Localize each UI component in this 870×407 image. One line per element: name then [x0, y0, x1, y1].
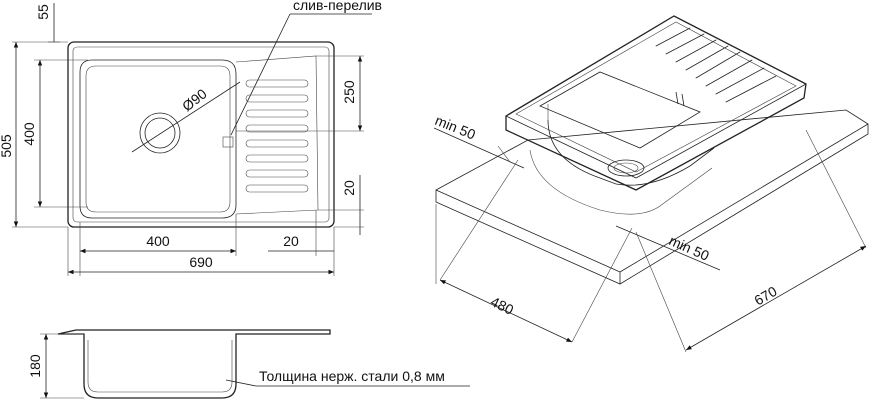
- top-margin-label: 55: [35, 4, 51, 20]
- side-profile: [57, 329, 331, 399]
- bowl-inner: [85, 65, 231, 213]
- bottom-offset-label: 20: [341, 180, 357, 196]
- overflow-leader: [230, 13, 291, 136]
- dim-clearance-left: [433, 127, 525, 169]
- depth-label: 180: [27, 354, 43, 378]
- overall-width-label: 690: [189, 254, 213, 270]
- drain-inner: [144, 117, 176, 149]
- drain-zone-label: 250: [341, 80, 357, 104]
- isometric-view: min 50 min 50 480 670: [433, 15, 869, 353]
- thickness-leader: [225, 379, 257, 387]
- drainboard-outline: [235, 55, 319, 215]
- iso-bowl-opening: [539, 71, 701, 149]
- bowl-outline: [79, 59, 237, 219]
- overflow-hole: [222, 136, 234, 148]
- diameter-leader: [131, 81, 241, 153]
- bowl-height-label: 400: [21, 122, 37, 146]
- sink-outer-rim: [67, 41, 335, 228]
- iso-sink-rim: [505, 15, 807, 191]
- countertop: [435, 109, 869, 285]
- iso-drain: [607, 159, 645, 177]
- overflow-label: слив-перелив: [293, 0, 382, 13]
- top-view: Ø90 слив-перелив 505 400 55: [0, 0, 382, 276]
- drain-outer: [139, 112, 181, 154]
- iso-drainboard-ribs: [655, 27, 777, 103]
- drain-diameter-label: Ø90: [179, 85, 210, 114]
- side-view: 180 Толщина нерж. стали 0,8 мм: [27, 329, 470, 399]
- thickness-label: Толщина нерж. стали 0,8 мм: [259, 368, 445, 384]
- dim-cabinet-width: [685, 245, 867, 351]
- bowl-width-label: 400: [146, 233, 170, 249]
- right-offset-label: 20: [283, 233, 299, 249]
- dim-cabinet-depth: [439, 279, 573, 343]
- cabinet-width-label: 670: [751, 283, 779, 309]
- clearance-left-label: min 50: [433, 112, 478, 143]
- clearance-right-label: min 50: [667, 232, 712, 264]
- overall-height-label: 505: [0, 134, 14, 158]
- drainboard-ribs: [245, 79, 309, 193]
- sink-inner-rim: [72, 46, 330, 223]
